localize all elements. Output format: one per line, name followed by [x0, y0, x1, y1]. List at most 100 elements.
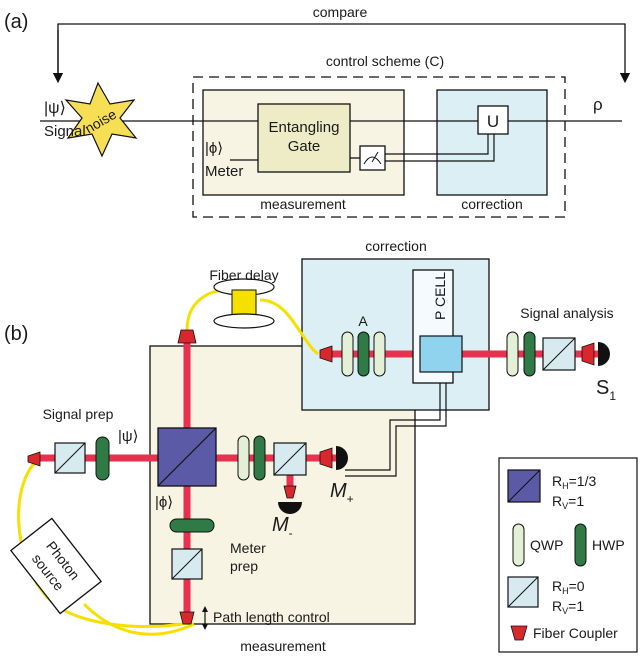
- pcell-wire-2: [345, 383, 447, 477]
- m-plus-coupler: [319, 447, 333, 469]
- meas-qwp: [237, 435, 250, 481]
- control-scheme-box: [192, 76, 566, 218]
- legend-bs2-rv-main: R: [552, 598, 562, 614]
- m-plus-main: M: [330, 480, 347, 502]
- a-label: A: [358, 313, 368, 329]
- signal-source-coupler: [27, 451, 41, 467]
- entangling-gate: [257, 103, 351, 173]
- unitary-box: [477, 105, 509, 135]
- meter-dial-icon: [363, 156, 382, 165]
- m-plus-sub: +: [347, 492, 354, 506]
- meas-hwp: [253, 435, 266, 481]
- correction-in-coupler: [319, 345, 333, 363]
- analysis-hwp: [523, 331, 536, 377]
- panel-a-label: (a): [4, 11, 28, 33]
- legend-hwp-label: HWP: [592, 537, 625, 553]
- fiber-spool-body: [231, 289, 257, 319]
- m-minus-coupler: [283, 485, 297, 499]
- legend-bs1-rh: RH=1/3: [552, 473, 596, 491]
- m-minus-main: M: [272, 514, 289, 536]
- legend-hwp-icon: [574, 523, 587, 567]
- analysis-pbs-diagonal: [542, 337, 576, 371]
- meter-needle: [371, 151, 379, 163]
- signal-prep-hwp: [95, 436, 110, 481]
- compare-label: compare: [313, 4, 368, 20]
- legend-qwp-label: QWP: [530, 537, 563, 553]
- legend-qwp-icon: [512, 523, 525, 567]
- signal-prep-pbs-diagonal: [54, 442, 86, 474]
- unitary-label: U: [487, 112, 499, 131]
- psi-label-b: |ψ⟩: [118, 428, 138, 445]
- control-scheme-label: control scheme (C): [326, 53, 444, 69]
- meas-pbs-diagonal: [273, 442, 307, 476]
- legend-bs1-rv-main: R: [552, 493, 562, 509]
- s1-main: S: [596, 377, 609, 399]
- legend-bs2-rh-val: =0: [569, 578, 585, 594]
- m-minus-sub: -: [289, 526, 293, 540]
- classical-wire-2: [385, 134, 495, 162]
- legend-bs1-rv-val: =1: [568, 493, 584, 509]
- m-plus-detector: [336, 446, 348, 470]
- correction-hwp: [357, 331, 370, 377]
- signal-label: Signal: [44, 123, 86, 140]
- measurement-label-b: measurement: [240, 638, 326, 654]
- signal-prep-label: Signal prep: [43, 406, 114, 422]
- legend-pbs-third-diagonal: [507, 469, 541, 503]
- vertical-top-coupler: [177, 329, 197, 344]
- compare-loop: [57, 23, 631, 84]
- analysis-coupler: [581, 342, 595, 366]
- analysis-qwp: [506, 331, 519, 377]
- pcell-crystal: [419, 335, 463, 373]
- correction-qwp-1: [341, 331, 354, 377]
- legend-bs1-rv-sub: V: [562, 501, 568, 511]
- m-minus-detector: [278, 502, 302, 514]
- rho-label: ρ: [593, 95, 603, 114]
- noise-star: [64, 81, 138, 158]
- fiber-source-to-meter: [82, 602, 195, 636]
- legend-bs2-rv-val: =1: [568, 598, 584, 614]
- legend-bs2-rv-sub: V: [562, 606, 568, 616]
- pcell-label: P CELL: [432, 272, 448, 320]
- panel-b-label: (b): [4, 323, 28, 345]
- legend-bs2-rh: RH=0: [552, 578, 585, 596]
- classical-wire-1: [385, 134, 489, 155]
- m-minus-label: M-: [272, 514, 293, 540]
- fiber-delay-label: Fiber delay: [209, 267, 278, 283]
- fiber-spool-bottom: [213, 313, 275, 329]
- fiber-delay-to-correction: [259, 298, 319, 356]
- panel-b: (b) measurement correction Fiber delay P…: [4, 238, 616, 654]
- path-length-label: Path length control: [213, 609, 330, 625]
- s1-sub: 1: [609, 389, 616, 403]
- gate-label-2: Gate: [288, 138, 321, 155]
- meter-source-coupler: [179, 611, 195, 625]
- panel-a: (a) compare control scheme (C) measureme…: [4, 4, 631, 218]
- legend-bs1-rh-main: R: [552, 473, 562, 489]
- meter-prep-label-1: Meter: [230, 540, 266, 556]
- legend-bs1-rh-val: =1/3: [569, 473, 597, 489]
- main-pbs-diagonal: [157, 427, 217, 487]
- meter-prep-pbs-diagonal: [171, 548, 203, 580]
- legend-bs1-rh-sub: H: [562, 481, 569, 491]
- pcell-wire-1: [345, 383, 441, 471]
- legend-bs2-rh-sub: H: [562, 586, 569, 596]
- correction-qwp-2: [373, 331, 386, 377]
- legend-bs2-rh-main: R: [552, 578, 562, 594]
- meter-prep-hwp: [169, 518, 215, 533]
- meter-label-a: Meter: [205, 163, 243, 180]
- path-length-arrowheads: [202, 606, 208, 630]
- phi-label-b: |ϕ⟩: [155, 494, 173, 511]
- legend-bs1-rv: RV=1: [552, 493, 584, 511]
- legend-coupler-label: Fiber Coupler: [533, 625, 618, 641]
- meter-detector: [359, 145, 386, 171]
- correction-label-a: correction: [461, 196, 522, 212]
- signal-analysis-label: Signal analysis: [520, 305, 613, 321]
- correction-label-b: correction: [365, 238, 426, 254]
- m-plus-label: M+: [330, 480, 354, 506]
- phi-label-a: |ϕ⟩: [205, 140, 223, 157]
- legend-pbs-diagonal: [507, 576, 539, 608]
- measurement-label-a: measurement: [260, 196, 346, 212]
- photon-source-box: [9, 517, 103, 615]
- s1-label: S1: [596, 377, 616, 403]
- legend: RH=1/3 RV=1 QWP HWP RH=0 RV=1 Fiber Coup…: [498, 457, 638, 653]
